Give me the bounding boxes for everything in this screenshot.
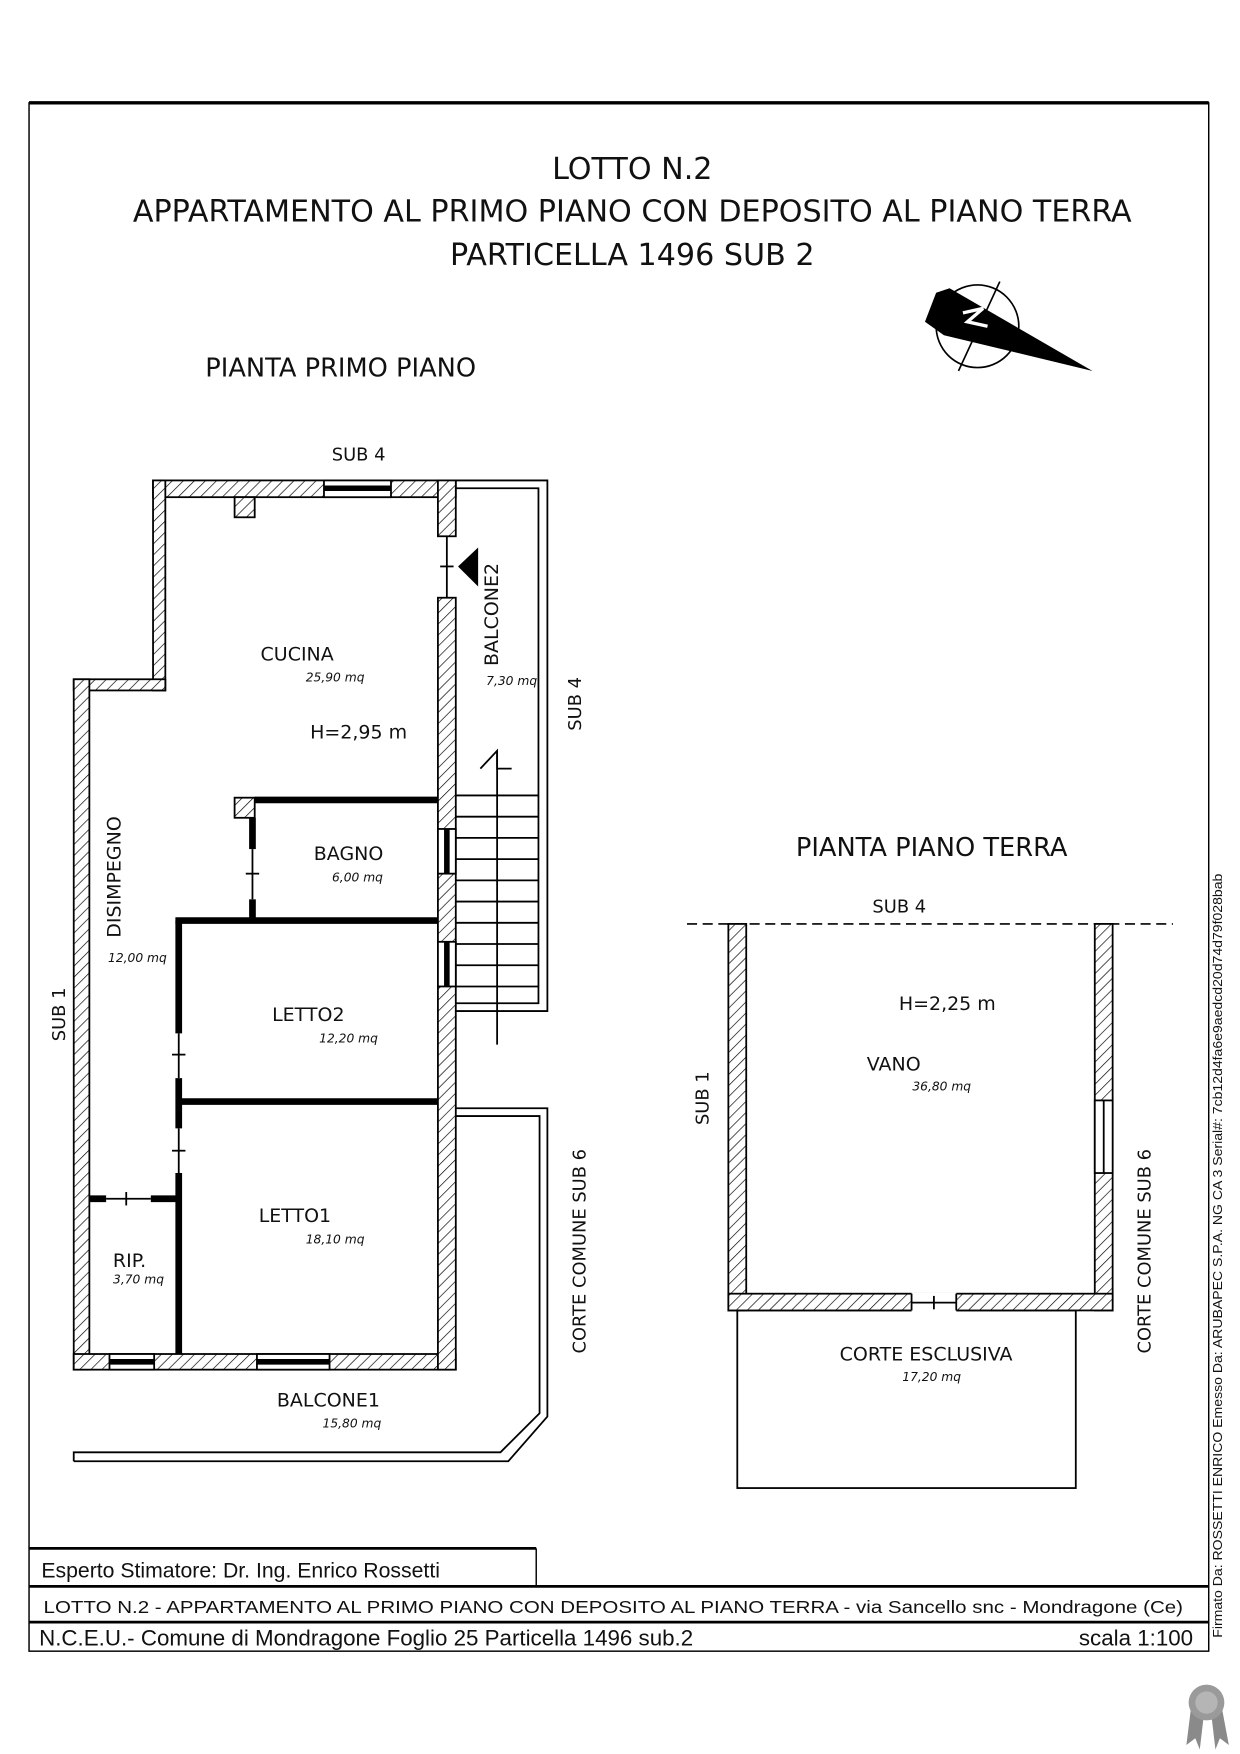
sheet-frame xyxy=(28,102,1210,1652)
title-line-1: LOTTO N.2 xyxy=(552,152,712,187)
room-disimpegno-area: 12,00 mq xyxy=(108,951,167,965)
room-rip-label: RIP. xyxy=(113,1250,146,1272)
room-corte-esclusiva-label: CORTE ESCLUSIVA xyxy=(840,1344,1013,1366)
room-vano-area: 36,80 mq xyxy=(912,1079,971,1093)
room-cucina-label: CUCINA xyxy=(261,643,334,665)
digital-signature-text: Firmato Da: ROSSETTI ENRICO Emesso Da: A… xyxy=(1210,874,1225,1638)
ground-floor-plan xyxy=(687,923,1173,1489)
room-letto2-area: 12,20 mq xyxy=(319,1031,378,1045)
cadastre-reference: N.C.E.U.- Comune di Mondragone Foglio 25… xyxy=(39,1626,693,1651)
title-line-2: APPARTAMENTO AL PRIMO PIANO CON DEPOSITO… xyxy=(133,194,1132,229)
title-line-3: PARTICELLA 1496 SUB 2 xyxy=(450,238,815,273)
room-vano-label: VANO xyxy=(867,1053,921,1075)
first-floor-sub4-right: SUB 4 xyxy=(565,677,586,731)
room-balcone2-area: 7,30 mq xyxy=(486,674,537,688)
title-block xyxy=(29,1546,1209,1624)
ground-floor-heading: PIANTA PIANO TERRA xyxy=(796,833,1068,863)
room-letto1-label: LETTO1 xyxy=(259,1205,331,1227)
ground-floor-height: H=2,25 m xyxy=(899,993,996,1015)
first-floor-heading: PIANTA PRIMO PIANO xyxy=(205,354,476,384)
first-floor-height: H=2,95 m xyxy=(310,721,407,743)
first-floor-plan xyxy=(72,479,549,1463)
expert-name: Esperto Stimatore: Dr. Ing. Enrico Rosse… xyxy=(41,1559,440,1582)
ribbon-seal-icon xyxy=(1186,1684,1229,1750)
ground-floor-sub1-left: SUB 1 xyxy=(692,1071,713,1125)
first-floor-corte-comune: CORTE COMUNE SUB 6 xyxy=(569,1149,590,1354)
lot-description: LOTTO N.2 - APPARTAMENTO AL PRIMO PIANO … xyxy=(44,1597,1183,1617)
room-bagno-area: 6,00 mq xyxy=(332,870,383,884)
drawing-scale: scala 1:100 xyxy=(1079,1626,1193,1651)
first-floor-sub1-left: SUB 1 xyxy=(49,988,70,1042)
room-balcone2-label: BALCONE2 xyxy=(481,563,503,666)
first-floor-sub4-top: SUB 4 xyxy=(332,444,386,465)
north-arrow-icon xyxy=(924,281,1093,372)
room-cucina-area: 25,90 mq xyxy=(306,671,365,685)
room-bagno-label: BAGNO xyxy=(314,843,384,865)
room-balcone1-label: BALCONE1 xyxy=(277,1390,380,1412)
room-disimpegno-label: DISIMPEGNO xyxy=(104,816,126,938)
entrance-arrow-icon xyxy=(458,547,479,587)
ground-floor-sub4-top: SUB 4 xyxy=(872,897,926,918)
room-corte-esclusiva-area: 17,20 mq xyxy=(902,1370,961,1384)
room-letto1-area: 18,10 mq xyxy=(306,1232,365,1246)
room-rip-area: 3,70 mq xyxy=(113,1273,164,1287)
staircase xyxy=(455,748,539,1045)
room-balcone1-area: 15,80 mq xyxy=(323,1417,382,1431)
ground-floor-corte-comune: CORTE COMUNE SUB 6 xyxy=(1135,1149,1156,1354)
room-letto2-label: LETTO2 xyxy=(272,1004,344,1026)
